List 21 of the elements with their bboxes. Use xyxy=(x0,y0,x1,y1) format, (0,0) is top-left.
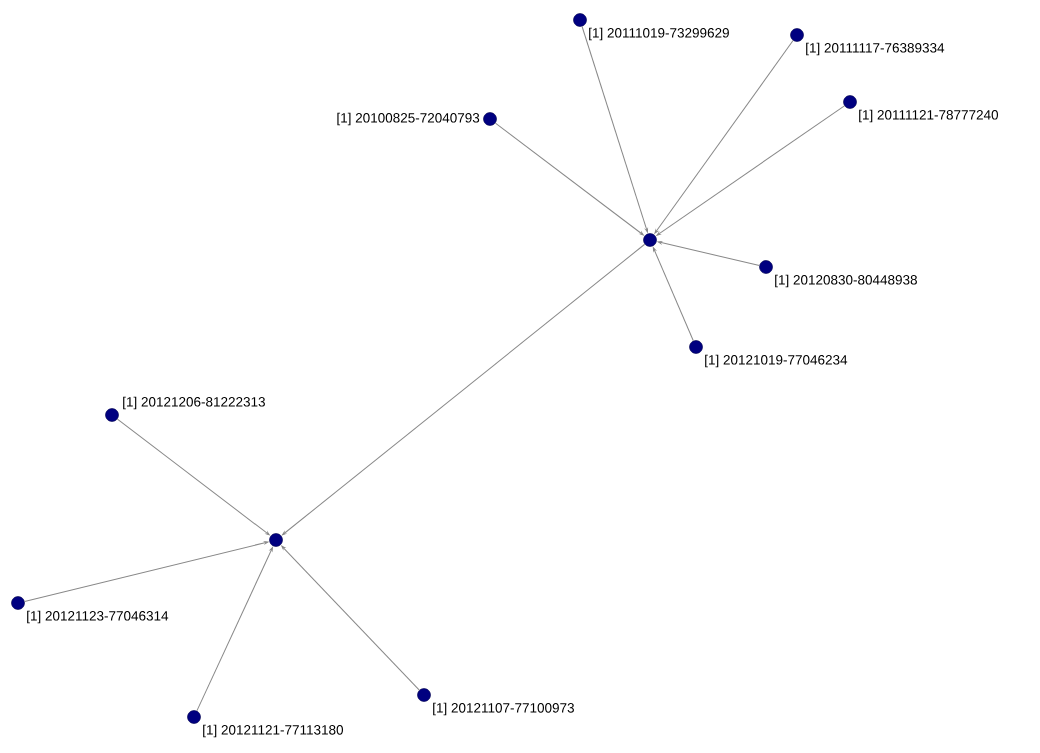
node-label: [1] 20121107-77100973 xyxy=(433,702,574,716)
node-label: [1] 20121123-77046314 xyxy=(27,610,169,624)
node-label: [1] 20120830-80448938 xyxy=(775,274,917,288)
arrow xyxy=(24,541,269,602)
arrow xyxy=(282,243,646,536)
node-label: [1] 20121206-81222313 xyxy=(123,396,265,410)
node-label: [1] 20100825-72040793 xyxy=(337,112,480,126)
arrow xyxy=(656,105,845,236)
node-label: [1] 20111117-76389334 xyxy=(806,42,945,56)
node-label: [1] 20111019-73299629 xyxy=(589,27,729,41)
arrow xyxy=(494,122,644,236)
arrow xyxy=(281,545,420,691)
node-label: [1] 20121121-77113180 xyxy=(203,724,344,738)
arrow xyxy=(581,26,648,233)
arrow xyxy=(657,241,760,266)
arrow xyxy=(652,247,694,342)
arrow xyxy=(116,418,270,536)
arrow xyxy=(196,547,273,712)
arrow xyxy=(654,40,794,234)
node-label: [1] 20111121-78777240 xyxy=(859,109,999,123)
node-label: [1] 20121019-77046234 xyxy=(705,354,848,368)
